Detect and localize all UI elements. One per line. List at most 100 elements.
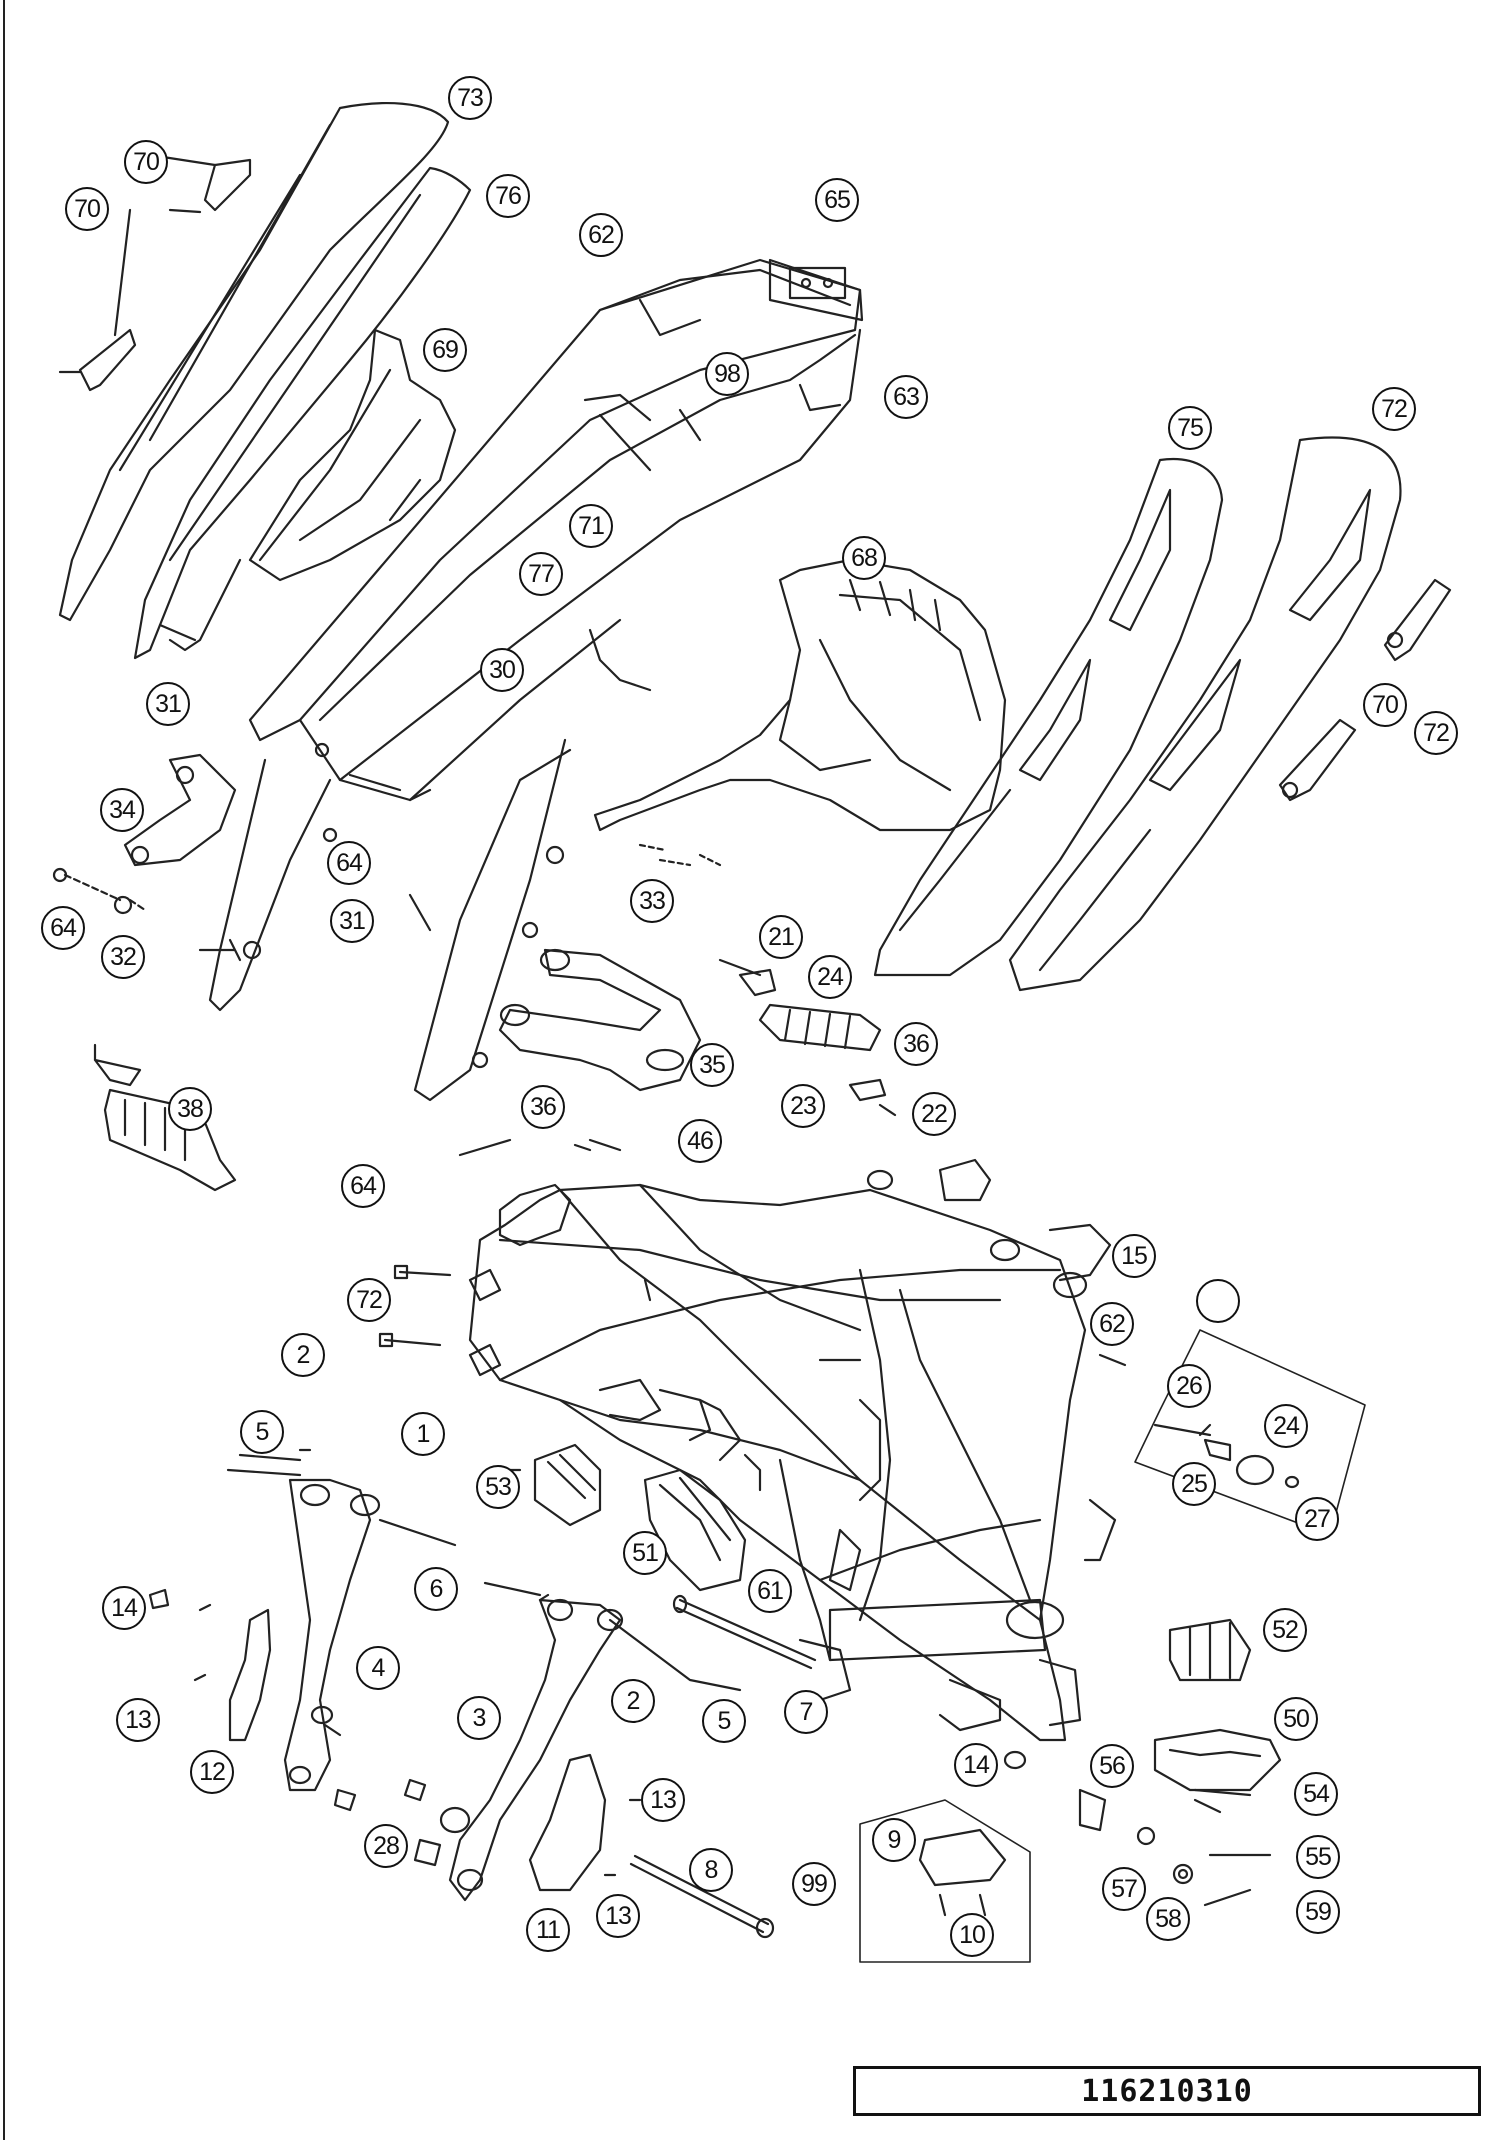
callout-63: 64: [327, 841, 371, 885]
callout-33: 33: [630, 879, 674, 923]
callout-46: 46: [678, 1119, 722, 1163]
callout-62-right: 63: [884, 375, 928, 419]
callout-6: 6: [414, 1567, 458, 1611]
callout-23: 24: [808, 955, 852, 999]
callout-2-top: 2: [281, 1333, 325, 1377]
footrest-38: [738, 968, 887, 1102]
callout-19: 21: [759, 915, 803, 959]
callout-60: 61: [748, 1569, 792, 1613]
small-parts-right: [1003, 1750, 1272, 1907]
bracket-67: [158, 328, 457, 652]
callout-55: 55: [1296, 1835, 1340, 1879]
callout-28: 27: [1295, 1497, 1339, 1541]
callout-38: 36: [894, 1022, 938, 1066]
callout-34: 35: [690, 1043, 734, 1087]
callout-8: 8: [689, 1848, 733, 1892]
callout-54: 54: [1294, 1772, 1338, 1816]
callout-51: 51: [623, 1531, 667, 1575]
callout-30: 30: [480, 648, 524, 692]
callout-9: 9: [872, 1818, 916, 1862]
engine-bracket-3: [439, 1581, 742, 1902]
side-panel-74: [873, 457, 1224, 977]
callout-2-bottom: 2: [611, 1679, 655, 1723]
side-panel-72: [1008, 436, 1402, 992]
callout-70-center: 72: [347, 1278, 391, 1322]
footpeg-51: [643, 1468, 747, 1592]
callout-39: 38: [168, 1087, 212, 1131]
callout-67: 69: [423, 328, 467, 372]
callout-66: 68: [842, 536, 886, 580]
callout-65: 65: [815, 178, 859, 222]
callout-14-left: 14: [102, 1586, 146, 1630]
callout-36: 36: [521, 1085, 565, 1129]
callout-53: 53: [476, 1465, 520, 1509]
callout-35: 34: [100, 788, 144, 832]
luggage-rack-66: [593, 558, 1007, 832]
kit-98-frame: [859, 1799, 1031, 1963]
callout-1: 1: [401, 1412, 445, 1456]
callout-13-bottom: 13: [596, 1894, 640, 1938]
callout-64-bottom: 64: [341, 1164, 385, 1208]
callout-99: [1196, 1279, 1240, 1323]
callout-26: 25: [1172, 1462, 1216, 1506]
callout-14-right: 14: [954, 1743, 998, 1787]
callout-10: 10: [950, 1913, 994, 1957]
callout-32: 32: [101, 935, 145, 979]
callout-98: 99: [792, 1862, 836, 1906]
callout-50: 50: [1274, 1697, 1318, 1741]
callout-56: 56: [1090, 1744, 1134, 1788]
callout-5-top: 5: [240, 1410, 284, 1454]
callout-15: 15: [1112, 1234, 1156, 1278]
callout-73: 73: [448, 76, 492, 120]
bracket-68: [1278, 578, 1452, 802]
callout-13-mid: 13: [641, 1778, 685, 1822]
footpeg-53: [533, 1443, 602, 1527]
callout-68: 70: [1363, 683, 1407, 727]
callout-72: 72: [1372, 387, 1416, 431]
kit-99-frame: [1134, 1329, 1366, 1536]
callout-27: 26: [1167, 1364, 1211, 1408]
axle-7: [672, 1594, 817, 1670]
callout-70-right: 72: [1414, 711, 1458, 755]
engine-bracket-4: [226, 1448, 457, 1792]
callout-13-left: 13: [116, 1698, 160, 1742]
side-cover-73: [58, 102, 450, 622]
callout-76: 77: [519, 552, 563, 596]
callout-64-top: 64: [41, 906, 85, 950]
callout-3: 3: [457, 1696, 501, 1740]
footpeg-50: [1153, 1728, 1282, 1792]
bracket-34: [498, 948, 702, 1092]
part-number-box: 116210310: [853, 2066, 1481, 2116]
page-border-left: [3, 0, 5, 2140]
callout-12: 12: [190, 1750, 234, 1794]
bolts-70: [378, 1264, 452, 1348]
callout-7: 7: [784, 1690, 828, 1734]
callout-75: 76: [486, 174, 530, 218]
callout-70-left: 70: [65, 187, 109, 231]
callout-4: 4: [356, 1646, 400, 1690]
footpeg-52: [1168, 1618, 1252, 1682]
bracket-35: [123, 753, 237, 867]
callout-69: 70: [124, 140, 168, 184]
guard-12: [228, 1608, 272, 1742]
callout-31-right: 31: [330, 899, 374, 943]
callout-11: 11: [526, 1908, 570, 1952]
callout-5-bottom: 5: [702, 1699, 746, 1743]
rear-subframe-30: [208, 258, 864, 1102]
main-frame-1: [468, 1158, 1117, 1742]
callout-52: 52: [1263, 1608, 1307, 1652]
callout-57: 57: [1102, 1867, 1146, 1911]
callout-74: 75: [1168, 406, 1212, 450]
small-hardware: [52, 773, 1127, 1877]
callout-61: 62: [1090, 1302, 1134, 1346]
callout-58: 58: [1146, 1897, 1190, 1941]
callout-31-left: 31: [146, 682, 190, 726]
callout-62-top: 62: [579, 213, 623, 257]
callout-77: 98: [705, 352, 749, 396]
callout-24: 28: [364, 1824, 408, 1868]
callout-25: 24: [1264, 1404, 1308, 1448]
guard-11: [528, 1753, 607, 1892]
side-cover-75: [133, 166, 472, 660]
